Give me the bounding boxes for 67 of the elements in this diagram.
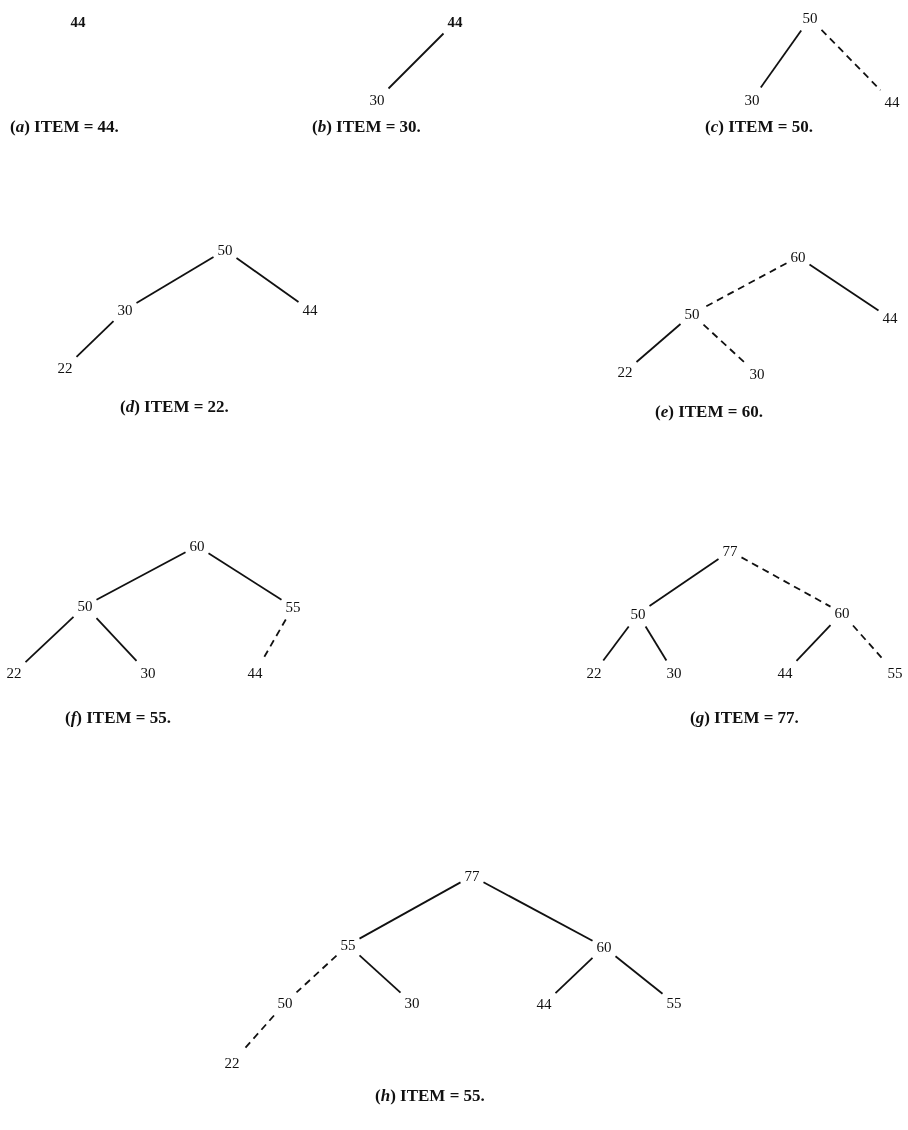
subfigure-caption: (f) ITEM = 55. [65,708,172,728]
node-value: 60 [790,248,806,266]
dashed-tree-edge [740,556,832,608]
node-value: 22 [57,359,73,377]
tree-edge [95,551,187,601]
tree-edge [387,32,445,90]
node-value: 30 [666,664,682,682]
tree-edge [635,323,682,363]
tree-edge [75,320,115,358]
node-value: 50 [802,9,818,27]
tree-edge [614,955,664,995]
node-value: 22 [617,363,633,381]
node-value: 30 [749,365,765,383]
node-value: 30 [117,301,133,319]
node-value: 55 [666,994,682,1012]
node-value: 50 [684,305,700,323]
node-value: 60 [596,938,612,956]
node-value: 30 [404,994,420,1012]
node-value: 22 [586,664,602,682]
node-value: 44 [247,664,263,682]
tree-edge [795,624,832,662]
tree-edge [808,263,880,312]
subfigure-caption: (c) ITEM = 50. [705,117,813,137]
tree-edge [482,881,594,942]
node-value: 44 [70,13,86,31]
tree-edge [95,617,138,662]
subfigure-caption: (b) ITEM = 30. [312,117,421,137]
node-value: 22 [224,1054,240,1072]
node-value: 44 [882,309,898,327]
node-value: 44 [536,995,552,1013]
tree-edge [759,29,803,89]
dashed-tree-edge [295,954,338,994]
node-value: 55 [285,598,301,616]
tree-edge [358,881,462,940]
node-value: 55 [887,664,903,682]
node-value: 50 [77,597,93,615]
tree-edge [602,625,630,662]
tree-edge [235,257,300,303]
tree-edge [644,625,668,662]
node-value: 60 [834,604,850,622]
node-value: 44 [447,13,463,31]
node-value: 50 [217,241,233,259]
node-value: 77 [722,542,738,560]
tree-edge [24,616,75,663]
subfigure-caption: (d) ITEM = 22. [120,397,229,417]
node-value: 30 [369,91,385,109]
tree-edge [207,552,283,601]
dashed-tree-edge [702,323,747,365]
node-value: 55 [340,936,356,954]
subfigure-caption: (g) ITEM = 77. [690,708,799,728]
subfigure-caption: (e) ITEM = 60. [655,402,763,422]
node-value: 77 [464,867,480,885]
tree-edge [358,954,402,994]
tree-edge [554,957,594,994]
node-value: 50 [630,605,646,623]
tree-edge [135,256,215,304]
subfigure-caption: (a) ITEM = 44. [10,117,119,137]
node-value: 30 [140,664,156,682]
node-value: 44 [884,93,900,111]
tree-edge [648,558,720,607]
node-value: 22 [6,664,22,682]
node-value: 44 [302,301,318,319]
node-value: 30 [744,91,760,109]
node-value: 50 [277,994,293,1012]
node-value: 60 [189,537,205,555]
node-value: 44 [777,664,793,682]
subfigure-caption: (h) ITEM = 55. [375,1086,485,1106]
